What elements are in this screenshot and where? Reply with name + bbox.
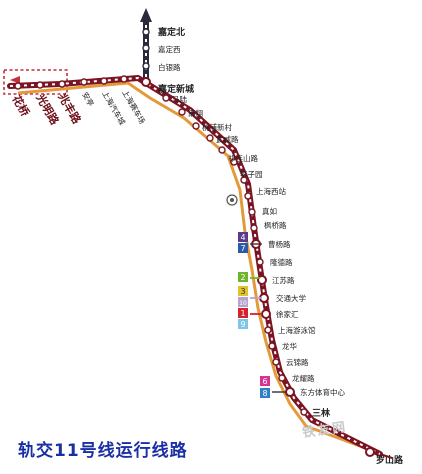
west-arrow-icon xyxy=(10,76,20,84)
station-label-wuweilu[interactable]: 武威路 xyxy=(216,134,239,144)
station-label-longdelu[interactable]: 隆德路 xyxy=(270,257,293,267)
station-dot[interactable] xyxy=(192,122,200,130)
transfer-badge-group-jiaotongdaxue[interactable]: 3 10 xyxy=(238,286,262,307)
station-label-baiyinlu[interactable]: 白银路 xyxy=(158,62,181,72)
station-label-longhua[interactable]: 龙华 xyxy=(282,341,297,351)
svg-text:8: 8 xyxy=(262,389,267,398)
station-label-fengqiaolu[interactable]: 枫桥路 xyxy=(264,220,287,230)
station-label-zhenru[interactable]: 真如 xyxy=(262,206,277,216)
station-label-shanghaixizhan[interactable]: 上海西站 xyxy=(256,186,286,196)
station-dot[interactable] xyxy=(142,28,150,36)
station-label-nanxiang[interactable]: 南翔 xyxy=(188,108,203,118)
station-dot[interactable] xyxy=(162,94,170,102)
transfer-badge-line7[interactable] xyxy=(238,243,248,253)
station-label-yunjinlu[interactable]: 云锦路 xyxy=(286,357,309,367)
station-dot[interactable] xyxy=(244,192,252,200)
station-label-xujiahui[interactable]: 徐家汇 xyxy=(276,309,299,319)
station-label-qilianshanlu[interactable]: 祁连山路 xyxy=(228,153,258,163)
station-dot[interactable] xyxy=(142,44,150,52)
station-interchange-dot[interactable] xyxy=(261,309,271,319)
station-label-longyaolu[interactable]: 龙耀路 xyxy=(292,373,315,383)
station-dot[interactable] xyxy=(58,80,66,88)
station-dot[interactable] xyxy=(272,358,280,366)
station-dot[interactable] xyxy=(248,208,256,216)
transfer-badge-line6[interactable] xyxy=(260,376,270,386)
station-label-caoyanglu[interactable]: 曹杨路 xyxy=(268,239,291,249)
svg-text:1: 1 xyxy=(240,309,245,318)
extension-dashed-box xyxy=(3,69,68,95)
station-dot[interactable] xyxy=(80,78,88,86)
transfer-badge-group-xujiahui[interactable]: 1 9 xyxy=(238,308,262,329)
svg-text:2: 2 xyxy=(240,273,245,282)
svg-text:10: 10 xyxy=(239,300,247,307)
station-dot[interactable] xyxy=(206,134,214,142)
svg-text:7: 7 xyxy=(240,244,245,253)
svg-text:9: 9 xyxy=(240,320,245,329)
station-label-jiadingbei[interactable]: 嘉定北 xyxy=(157,26,185,38)
station-dot[interactable] xyxy=(178,108,186,116)
station-dot[interactable] xyxy=(218,146,226,154)
station-interchange-dot[interactable] xyxy=(285,387,295,397)
station-label-jiangsulu[interactable]: 江苏路 xyxy=(272,275,295,285)
railway-station-icon xyxy=(226,194,238,206)
station-dot[interactable] xyxy=(264,326,272,334)
station-label-sanlin[interactable]: 三林 xyxy=(312,407,331,419)
station-label-dongfangtiyuzhongxin[interactable]: 东方体育中心 xyxy=(300,387,345,397)
station-label-jiaotongdaxue[interactable]: 交通大学 xyxy=(276,293,306,303)
svg-text:6: 6 xyxy=(262,377,267,386)
transfer-badge-line4[interactable] xyxy=(238,232,248,242)
station-dot[interactable] xyxy=(256,258,264,266)
station-dot[interactable] xyxy=(100,77,108,85)
station-dot[interactable] xyxy=(36,81,44,89)
transfer-badge-line8[interactable] xyxy=(260,388,270,398)
station-label-jiadingxincheng[interactable]: 嘉定新城 xyxy=(157,83,194,95)
transfer-badge-line1[interactable] xyxy=(238,308,248,318)
station-dot[interactable] xyxy=(300,408,308,416)
station-label-taopuxincun[interactable]: 桃浦新村 xyxy=(202,122,232,132)
station-dot[interactable] xyxy=(142,62,150,70)
north-arrow-icon xyxy=(140,8,152,22)
station-label-jiadingxi[interactable]: 嘉定西 xyxy=(158,44,181,54)
station-interchange-dot[interactable] xyxy=(141,77,151,87)
transfer-badge-group-caoyanglu[interactable]: 4 7 xyxy=(238,232,262,253)
station-dot[interactable] xyxy=(240,176,248,184)
station-dot[interactable] xyxy=(268,342,276,350)
south-arrow-icon xyxy=(379,453,393,459)
station-label-shanghaiyouyongguan[interactable]: 上海游泳馆 xyxy=(278,325,316,335)
station-dot[interactable] xyxy=(278,374,286,382)
station-dot[interactable] xyxy=(250,224,258,232)
transfer-badge-group-jiangsulu[interactable]: 2 xyxy=(238,272,260,282)
transfer-badge-line3[interactable] xyxy=(238,286,248,296)
station-label-lizicun[interactable]: 李子园 xyxy=(240,169,263,179)
station-dot[interactable] xyxy=(120,75,128,83)
transfer-badge-group-dongfangtiyuzhongxin[interactable]: 6 8 xyxy=(260,376,286,398)
map-title: 轨交11号线运行线路 xyxy=(18,441,188,461)
station-dot[interactable] xyxy=(14,82,22,90)
transfer-badge-line9[interactable] xyxy=(238,319,248,329)
transfer-badge-line2[interactable] xyxy=(238,272,248,282)
station-label-malu[interactable]: 马陆 xyxy=(172,94,187,104)
parallel-track xyxy=(17,81,377,454)
svg-text:3: 3 xyxy=(240,287,245,296)
svg-text:4: 4 xyxy=(240,233,245,242)
station-dot[interactable] xyxy=(230,158,238,166)
station-label-luoshanlu[interactable]: 罗山路 xyxy=(376,454,404,466)
transfer-badge-line10[interactable] xyxy=(238,297,248,307)
station-interchange-dot[interactable] xyxy=(365,447,375,457)
